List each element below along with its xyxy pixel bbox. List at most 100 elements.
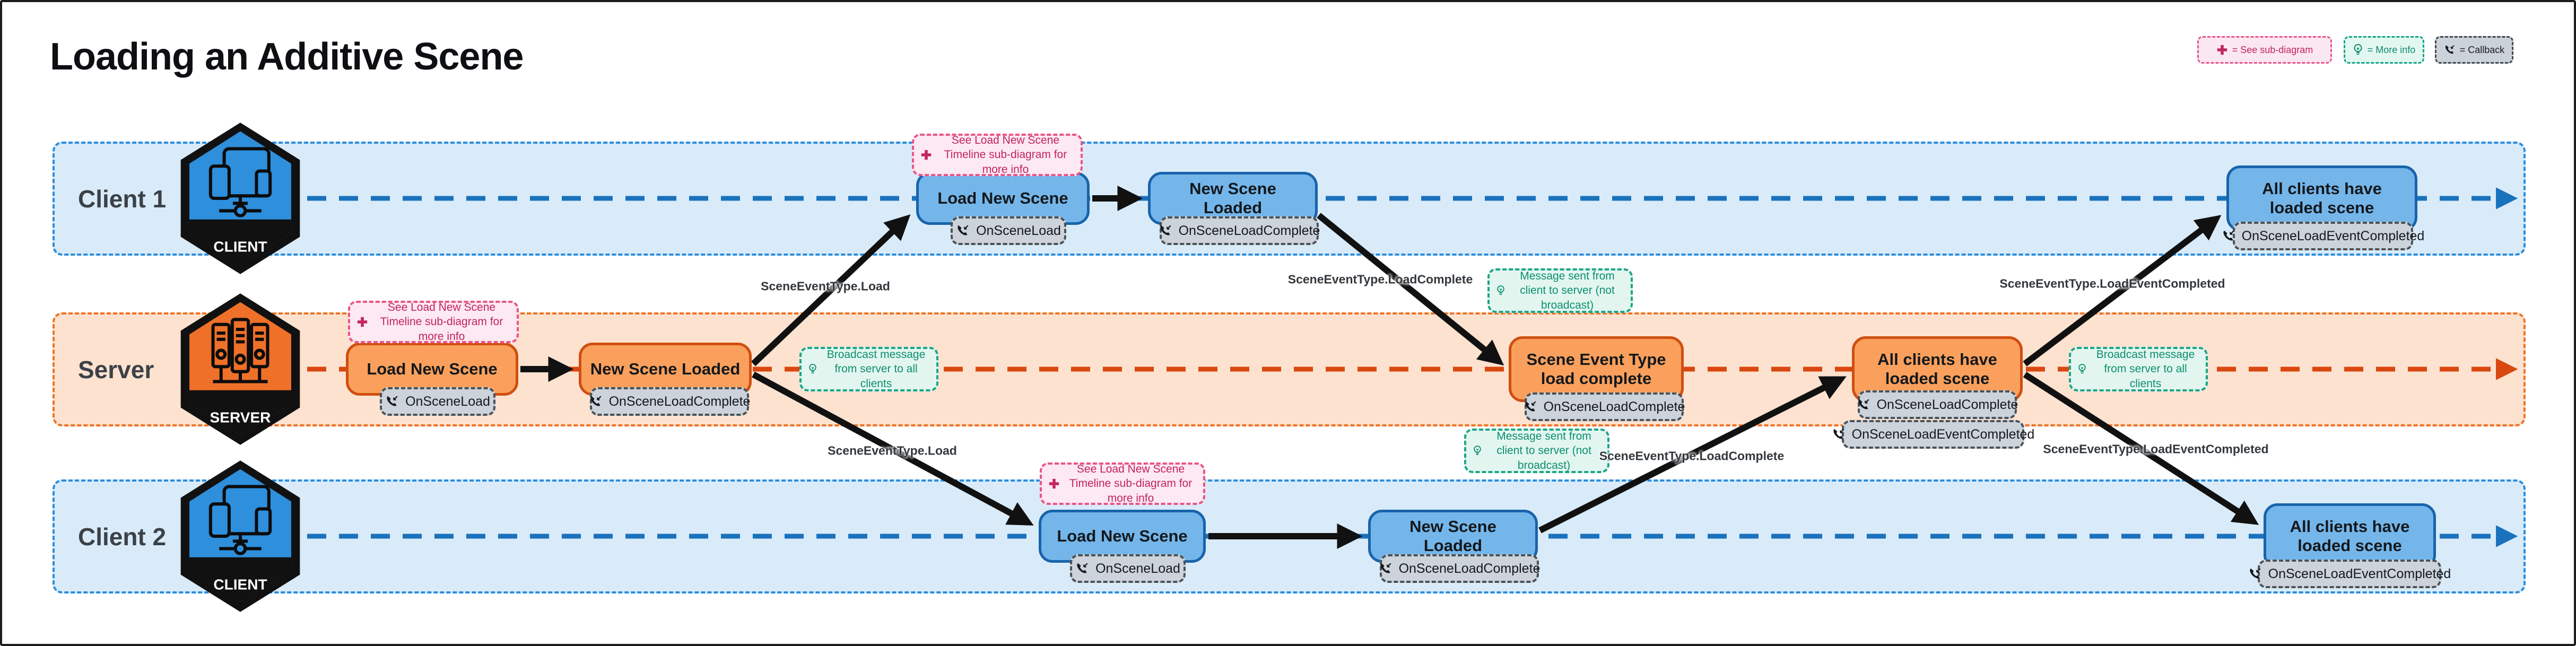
node-client1-new-scene-loaded: New Scene Loaded: [1148, 172, 1318, 225]
node-server-load-new-scene: Load New Scene: [346, 343, 518, 396]
bulb-icon: [2077, 363, 2087, 375]
annotation-broadcast-right: Broadcast message from server to all cli…: [2069, 347, 2208, 391]
callback-badge: OnSceneLoad: [1070, 554, 1186, 583]
edge-label-loadcomplete-top: SceneEventType.LoadComplete: [1287, 272, 1473, 286]
annotation-subdiagram-client1: See Load New Scene Timeline sub-diagram …: [912, 134, 1083, 176]
bulb-icon: [2353, 43, 2363, 56]
node-client1-all-clients-loaded: All clients have loaded scene: [2226, 165, 2417, 231]
annotation-text: Message sent from client to server (not …: [1496, 430, 1591, 472]
client1-hex-label: CLIENT: [213, 239, 267, 255]
plus-icon: [356, 316, 368, 328]
callback-badge: OnSceneLoad: [951, 216, 1066, 245]
callback-badge: OnSceneLoadComplete: [589, 387, 751, 416]
callback-phone-icon: [956, 224, 970, 238]
legend-sub-diagram: = See sub-diagram: [2197, 36, 2332, 64]
callback-label: OnSceneLoadComplete: [1543, 399, 1685, 414]
page-title: Loading an Additive Scene: [50, 36, 524, 78]
arrow-server-to-client2-load: [752, 371, 1034, 526]
callback-label: OnSceneLoadEventCompleted: [2241, 228, 2425, 243]
callback-phone-icon: [1524, 400, 1537, 414]
legend-callback: = Callback: [2435, 36, 2513, 64]
node-label: New Scene Loaded: [1189, 179, 1276, 217]
node-label: All clients have loaded scene: [2262, 179, 2382, 217]
callback-phone-icon: [1857, 398, 1870, 412]
node-client2-load-new-scene: Load New Scene: [1039, 510, 1206, 563]
client2-hexagon: CLIENT: [178, 459, 302, 614]
legend-more-info: = More info: [2344, 36, 2424, 64]
node-label: Scene Event Type load complete: [1526, 350, 1666, 388]
callback-badge: OnSceneLoadEventCompleted: [2223, 222, 2424, 250]
annotation-text: Broadcast message from server to all cli…: [826, 348, 926, 390]
callback-phone-icon: [1832, 427, 1846, 441]
callback-label: OnSceneLoadComplete: [608, 394, 751, 409]
annotation-message-top: Message sent from client to server (not …: [1487, 268, 1633, 313]
arrow-client2-loadcomplete: [1538, 376, 1847, 534]
callback-label: OnSceneLoadEventCompleted: [2268, 566, 2451, 581]
arrow-server-to-client2-completed: [2023, 371, 2259, 525]
annotation-subdiagram-client2: See Load New Scene Timeline sub-diagram …: [1040, 462, 1205, 505]
annotation-broadcast-left: Broadcast message from server to all cli…: [799, 347, 938, 391]
callback-badge: OnSceneLoadComplete: [1159, 216, 1320, 245]
callback-phone-icon: [2248, 567, 2262, 581]
legend-sub-diagram-label: = See sub-diagram: [2232, 44, 2313, 55]
callback-phone-icon: [589, 395, 603, 408]
lane-server-label: Server: [78, 355, 154, 383]
callback-label: OnSceneLoadComplete: [1876, 397, 2018, 412]
client-devices-icon: [208, 147, 272, 217]
callback-badge: OnSceneLoadEventCompleted: [2250, 560, 2451, 588]
arrow-server-to-client1-completed: [2023, 215, 2222, 366]
annotation-text: See Load New Scene Timeline sub-diagram …: [380, 301, 503, 343]
lane-client1-label: Client 1: [78, 185, 167, 213]
callback-phone-icon: [1075, 562, 1089, 575]
callback-phone-icon: [2222, 229, 2235, 243]
bulb-icon: [1473, 445, 1482, 457]
node-label: Load New Scene: [1057, 527, 1188, 546]
callback-phone-icon: [1379, 562, 1393, 575]
client2-hex-label: CLIENT: [213, 577, 267, 593]
edge-label-loadeventcompleted-bottom: SceneEventType.LoadEventCompleted: [2043, 442, 2269, 456]
edge-label-loadeventcompleted-top: SceneEventType.LoadEventCompleted: [1999, 276, 2225, 291]
edge-label-load-top: SceneEventType.Load: [761, 279, 890, 293]
node-server-scene-event-load-complete: Scene Event Type load complete: [1509, 336, 1684, 402]
bulb-icon: [808, 363, 817, 375]
callback-phone-icon: [1159, 224, 1172, 238]
annotation-text: Message sent from client to server (not …: [1520, 270, 1615, 311]
callback-badge: OnSceneLoadEventCompleted: [1833, 420, 2034, 449]
callback-label: OnSceneLoad: [405, 394, 490, 409]
annotation-text: Broadcast message from server to all cli…: [2096, 348, 2195, 390]
edge-label-loadcomplete-bottom: SceneEventType.LoadComplete: [1599, 449, 1785, 463]
node-server-new-scene-loaded: New Scene Loaded: [579, 343, 752, 396]
server-hex-label: SERVER: [210, 409, 271, 426]
plus-icon: [2216, 44, 2228, 56]
annotation-subdiagram-server: See Load New Scene Timeline sub-diagram …: [348, 301, 519, 343]
node-label: New Scene Loaded: [1409, 517, 1496, 555]
node-label: New Scene Loaded: [590, 360, 741, 379]
annotation-text: See Load New Scene Timeline sub-diagram …: [1069, 463, 1193, 504]
callback-label: OnSceneLoad: [1095, 561, 1180, 576]
plus-icon: [1048, 478, 1060, 490]
arrow-server-to-client1-load: [751, 214, 911, 366]
bulb-icon: [1496, 285, 1505, 296]
callback-badge: OnSceneLoadComplete: [1857, 390, 2018, 419]
node-client2-all-clients-loaded: All clients have loaded scene: [2264, 503, 2436, 569]
callback-label: OnSceneLoadComplete: [1178, 223, 1320, 238]
callback-label: OnSceneLoad: [976, 223, 1061, 238]
lane-client2-label: Client 2: [78, 522, 167, 551]
plus-icon: [920, 149, 932, 161]
annotation-text: See Load New Scene Timeline sub-diagram …: [944, 134, 1067, 176]
server-racks-icon: [211, 318, 269, 383]
server-hexagon: SERVER: [178, 292, 302, 447]
legend-more-info-label: = More info: [2367, 44, 2416, 55]
callback-phone-icon: [385, 395, 399, 408]
legend-callback-label: = Callback: [2459, 44, 2505, 55]
edge-label-load-bottom: SceneEventType.Load: [828, 443, 957, 458]
node-label: Load New Scene: [367, 360, 498, 379]
client1-hexagon: CLIENT: [178, 121, 302, 276]
phone-incoming-icon: [2444, 44, 2456, 56]
arrow-client1-loadcomplete: [1317, 213, 1504, 366]
node-label: All clients have loaded scene: [2290, 517, 2410, 555]
annotation-message-bottom: Message sent from client to server (not …: [1464, 429, 1609, 473]
node-label: Load New Scene: [937, 189, 1068, 208]
callback-label: OnSceneLoadEventCompleted: [1851, 426, 2035, 442]
